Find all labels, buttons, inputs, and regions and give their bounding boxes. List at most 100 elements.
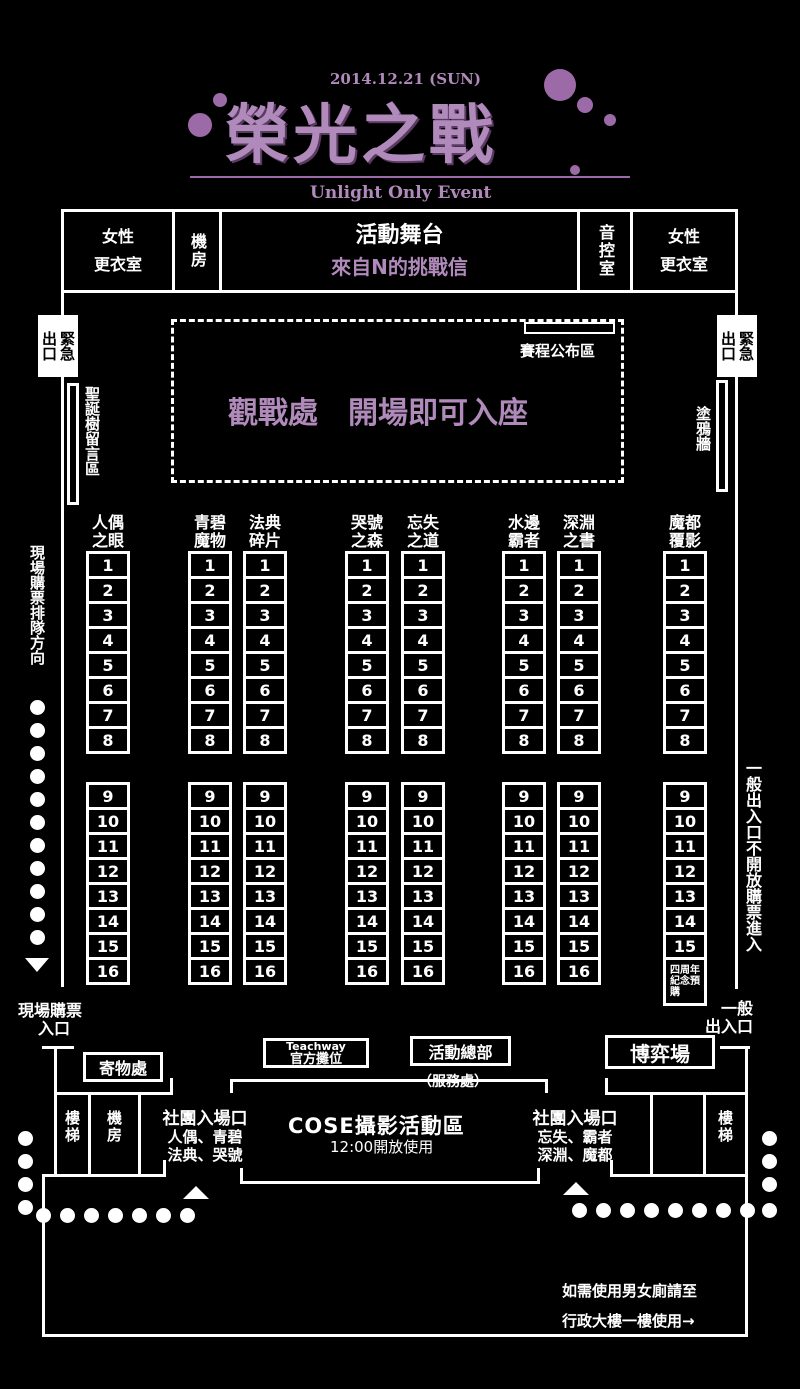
table-cell[interactable]: 6 [188,679,232,704]
table-cell[interactable]: 7 [345,704,389,729]
table-cell[interactable]: 7 [557,704,601,729]
table-cell[interactable]: 5 [557,654,601,679]
table-cell[interactable]: 10 [188,810,232,835]
table-cell[interactable]: 3 [345,604,389,629]
table-cell[interactable]: 1 [86,551,130,579]
table-cell[interactable]: 4 [86,629,130,654]
table-cell[interactable]: 13 [345,885,389,910]
table-cell[interactable]: 8 [188,729,232,754]
table-cell[interactable]: 10 [86,810,130,835]
table-cell[interactable]: 13 [502,885,546,910]
table-cell[interactable]: 12 [243,860,287,885]
table-cell[interactable]: 11 [557,835,601,860]
table-cell[interactable]: 2 [502,579,546,604]
table-cell[interactable]: 6 [663,679,707,704]
table-cell[interactable]: 2 [557,579,601,604]
table-cell[interactable]: 9 [401,782,445,810]
table-cell[interactable]: 13 [188,885,232,910]
table-cell[interactable]: 10 [243,810,287,835]
table-cell[interactable]: 2 [243,579,287,604]
table-cell[interactable]: 6 [557,679,601,704]
table-cell[interactable]: 16 [188,960,232,985]
table-cell[interactable]: 4 [243,629,287,654]
table-cell[interactable]: 7 [188,704,232,729]
table-cell[interactable]: 12 [345,860,389,885]
table-cell[interactable]: 16 [86,960,130,985]
table-cell[interactable]: 12 [188,860,232,885]
table-cell[interactable]: 13 [243,885,287,910]
table-cell[interactable]: 11 [188,835,232,860]
table-cell[interactable]: 13 [557,885,601,910]
table-cell[interactable]: 7 [86,704,130,729]
table-cell[interactable]: 16 [401,960,445,985]
table-cell[interactable]: 10 [401,810,445,835]
table-cell[interactable]: 1 [243,551,287,579]
table-cell[interactable]: 5 [188,654,232,679]
table-cell[interactable]: 1 [401,551,445,579]
table-cell[interactable]: 1 [663,551,707,579]
table-cell[interactable]: 16 [502,960,546,985]
table-cell[interactable]: 3 [401,604,445,629]
table-cell[interactable]: 7 [243,704,287,729]
table-cell[interactable]: 2 [401,579,445,604]
table-cell[interactable]: 11 [86,835,130,860]
table-cell[interactable]: 12 [557,860,601,885]
table-cell[interactable]: 5 [86,654,130,679]
table-cell[interactable]: 16 [345,960,389,985]
table-cell[interactable]: 15 [86,935,130,960]
table-cell[interactable]: 2 [188,579,232,604]
table-cell[interactable]: 2 [86,579,130,604]
table-cell[interactable]: 16 [557,960,601,985]
table-cell[interactable]: 1 [502,551,546,579]
table-cell[interactable]: 4 [401,629,445,654]
table-cell[interactable]: 4 [557,629,601,654]
table-cell[interactable]: 8 [345,729,389,754]
table-cell[interactable]: 15 [502,935,546,960]
table-cell[interactable]: 14 [345,910,389,935]
table-cell[interactable]: 10 [663,810,707,835]
table-cell[interactable]: 11 [345,835,389,860]
table-cell[interactable]: 9 [557,782,601,810]
table-cell[interactable]: 15 [188,935,232,960]
table-cell[interactable]: 4 [502,629,546,654]
table-cell[interactable]: 9 [502,782,546,810]
table-cell[interactable]: 8 [502,729,546,754]
table-cell[interactable]: 15 [663,935,707,960]
table-cell[interactable]: 3 [188,604,232,629]
table-cell[interactable]: 7 [502,704,546,729]
table-cell[interactable]: 11 [502,835,546,860]
table-cell[interactable]: 12 [663,860,707,885]
table-cell[interactable]: 3 [86,604,130,629]
table-cell[interactable]: 13 [401,885,445,910]
table-cell[interactable]: 7 [663,704,707,729]
table-cell[interactable]: 9 [86,782,130,810]
table-cell[interactable]: 6 [401,679,445,704]
table-cell[interactable]: 10 [557,810,601,835]
table-cell[interactable]: 3 [502,604,546,629]
table-cell[interactable]: 10 [345,810,389,835]
table-cell[interactable]: 13 [663,885,707,910]
table-cell[interactable]: 5 [502,654,546,679]
table-cell[interactable]: 14 [243,910,287,935]
table-cell[interactable]: 15 [243,935,287,960]
table-cell[interactable]: 6 [502,679,546,704]
table-cell[interactable]: 10 [502,810,546,835]
table-cell[interactable]: 2 [663,579,707,604]
table-cell[interactable]: 5 [243,654,287,679]
table-cell[interactable]: 14 [663,910,707,935]
table-cell[interactable]: 四周年紀念預購 [663,960,707,1006]
table-cell[interactable]: 9 [345,782,389,810]
table-cell[interactable]: 14 [401,910,445,935]
table-cell[interactable]: 7 [401,704,445,729]
table-cell[interactable]: 11 [663,835,707,860]
table-cell[interactable]: 15 [557,935,601,960]
table-cell[interactable]: 6 [243,679,287,704]
table-cell[interactable]: 1 [557,551,601,579]
table-cell[interactable]: 8 [401,729,445,754]
table-cell[interactable]: 3 [557,604,601,629]
table-cell[interactable]: 2 [345,579,389,604]
table-cell[interactable]: 1 [345,551,389,579]
table-cell[interactable]: 16 [243,960,287,985]
table-cell[interactable]: 9 [243,782,287,810]
table-cell[interactable]: 14 [86,910,130,935]
